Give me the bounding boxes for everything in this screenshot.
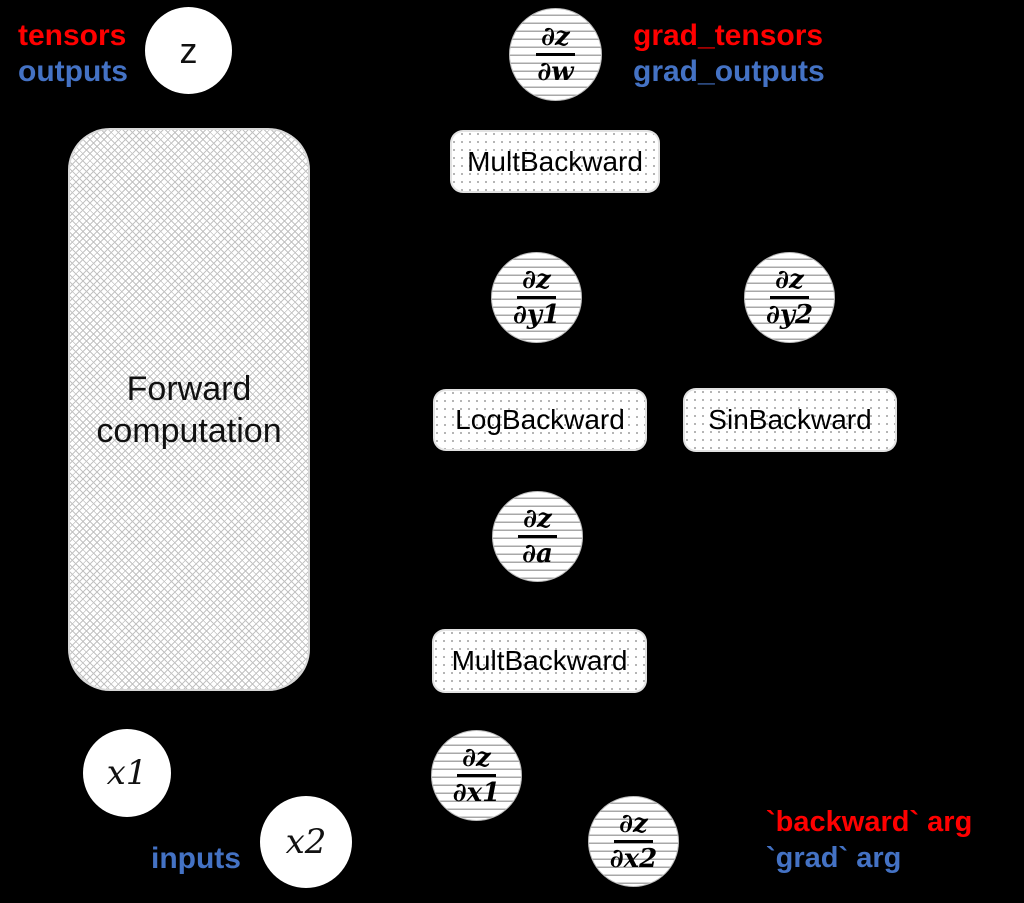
legend-grad-tensors-label: grad_tensors bbox=[633, 19, 824, 52]
node-x1-label: x1 bbox=[106, 753, 148, 793]
node-x1: x1 bbox=[83, 729, 171, 817]
legend-top-left: tensors outputs bbox=[18, 18, 128, 90]
node-grad-y1: ∂z ∂y1 bbox=[491, 252, 582, 343]
log-backward-label: LogBackward bbox=[455, 404, 625, 435]
forward-computation-label-line1: Forward bbox=[126, 369, 252, 408]
sin-backward-label: SinBackward bbox=[708, 404, 872, 435]
node-grad-x2: ∂z ∂x2 bbox=[588, 796, 679, 887]
legend-inputs-label: inputs bbox=[151, 842, 241, 875]
forward-computation-box: Forward computation bbox=[68, 128, 310, 691]
legend-grad-arg-label: `grad` arg bbox=[766, 842, 902, 874]
grad-x2-fraction: ∂z ∂x2 bbox=[610, 809, 657, 874]
grad-a-denominator: ∂a bbox=[522, 539, 553, 569]
grad-y1-fraction: ∂z ∂y1 bbox=[513, 265, 560, 330]
box-mult-backward-bottom: MultBackward bbox=[432, 629, 647, 693]
legend-top-right: grad_tensors grad_outputs bbox=[633, 18, 825, 90]
grad-a-numerator: ∂z bbox=[518, 504, 557, 538]
grad-y2-fraction: ∂z ∂y2 bbox=[766, 265, 813, 330]
grad-a-fraction: ∂z ∂a bbox=[518, 504, 557, 569]
mult-backward-bottom-label: MultBackward bbox=[451, 645, 628, 676]
grad-x2-numerator: ∂z bbox=[614, 809, 653, 843]
mult-backward-top-label: MultBackward bbox=[467, 145, 643, 177]
legend-tensors-label: tensors bbox=[18, 19, 127, 52]
node-x2-label: x2 bbox=[285, 822, 327, 862]
box-sin-backward: SinBackward bbox=[683, 388, 897, 452]
legend-outputs-label: outputs bbox=[18, 55, 128, 88]
grad-x1-fraction: ∂z ∂x1 bbox=[453, 743, 500, 808]
grad-x1-denominator: ∂x1 bbox=[452, 778, 501, 808]
node-grad-w: ∂z ∂w bbox=[509, 8, 602, 101]
legend-backward-arg-label: `backward` arg bbox=[766, 806, 973, 838]
grad-y2-denominator: ∂y2 bbox=[765, 300, 814, 330]
node-grad-a: ∂z ∂a bbox=[492, 491, 583, 582]
grad-y1-denominator: ∂y1 bbox=[512, 300, 561, 330]
forward-computation-label-line2: computation bbox=[96, 411, 282, 450]
grad-w-fraction: ∂z ∂w bbox=[536, 22, 575, 87]
legend-bottom-left: inputs bbox=[151, 841, 241, 877]
grad-w-numerator: ∂z bbox=[536, 22, 575, 56]
box-log-backward: LogBackward bbox=[433, 389, 647, 451]
node-z: z bbox=[145, 7, 232, 94]
grad-y2-numerator: ∂z bbox=[770, 265, 809, 299]
grad-w-denominator: ∂w bbox=[537, 57, 574, 87]
node-grad-y2: ∂z ∂y2 bbox=[744, 252, 835, 343]
legend-grad-outputs-label: grad_outputs bbox=[633, 55, 825, 88]
grad-x2-denominator: ∂x2 bbox=[609, 844, 658, 874]
node-grad-x1: ∂z ∂x1 bbox=[431, 730, 522, 821]
grad-y1-numerator: ∂z bbox=[517, 265, 556, 299]
node-z-label: z bbox=[179, 29, 198, 71]
box-mult-backward-top: MultBackward bbox=[450, 130, 660, 193]
grad-x1-numerator: ∂z bbox=[457, 743, 496, 777]
node-x2: x2 bbox=[260, 796, 352, 888]
legend-bottom-right: `backward` arg `grad` arg bbox=[766, 804, 972, 876]
